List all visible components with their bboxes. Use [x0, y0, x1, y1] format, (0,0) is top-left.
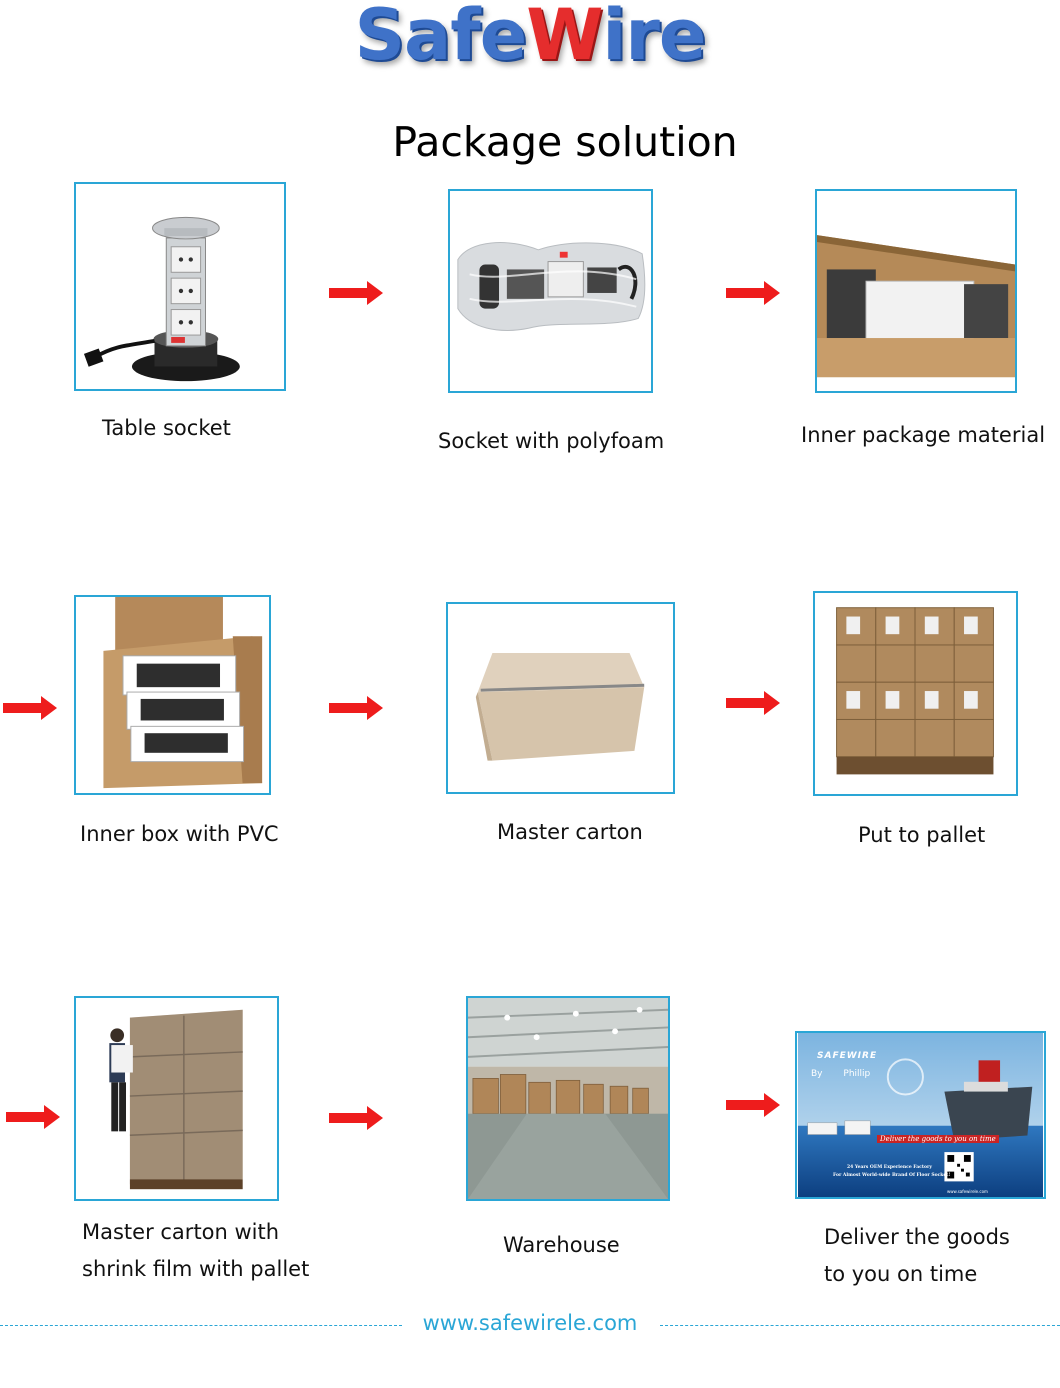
- caption-deliver-line2: to you on time: [824, 1262, 978, 1286]
- brand-logo: SafeWire: [0, 0, 1060, 76]
- inner-package-illustration: [817, 191, 1015, 391]
- footer-divider-left: [0, 1325, 402, 1326]
- arrow-right-icon: [726, 1093, 780, 1117]
- photo-shrink-film-pallet: [74, 996, 279, 1201]
- inner-box-pvc-illustration: [76, 597, 269, 793]
- master-carton-illustration: [448, 604, 673, 792]
- poster-by: By Phillip: [811, 1069, 870, 1079]
- shrink-film-pallet-illustration: [76, 998, 277, 1199]
- socket-polyfoam-illustration: [450, 191, 651, 391]
- caption-shrink-film-line2: shrink film with pallet: [82, 1257, 310, 1281]
- page-title: Package solution: [392, 118, 738, 166]
- delivery-poster-illustration: [797, 1033, 1044, 1197]
- photo-inner-package: [815, 189, 1017, 393]
- arrow-right-icon: [329, 1106, 383, 1130]
- poster-line2: For Almost World-wide Brand Of Floor Soc…: [833, 1173, 951, 1178]
- caption-shrink-film-line1: Master carton with: [82, 1220, 280, 1244]
- caption-master-carton: Master carton: [497, 820, 643, 844]
- poster-line1: 24 Years OEM Experience Factory: [847, 1165, 932, 1170]
- poster-brand: SAFEWIRE: [817, 1051, 878, 1061]
- poster-url: www.safewirele.com: [947, 1189, 988, 1194]
- photo-pallet: [813, 591, 1018, 796]
- caption-warehouse: Warehouse: [503, 1233, 620, 1257]
- caption-table-socket: Table socket: [102, 416, 231, 440]
- poster-tagline: Deliver the goods to you on time: [877, 1135, 999, 1143]
- poster-by-label: By: [811, 1069, 823, 1079]
- arrow-right-icon: [329, 696, 383, 720]
- caption-pallet: Put to pallet: [858, 823, 986, 847]
- caption-inner-box-pvc: Inner box with PVC: [80, 822, 279, 846]
- photo-table-socket: [74, 182, 286, 391]
- warehouse-illustration: [468, 998, 668, 1199]
- photo-delivery-poster: SAFEWIRE By Phillip Deliver the goods to…: [795, 1031, 1046, 1199]
- arrow-right-icon: [726, 691, 780, 715]
- footer-divider-right: [660, 1325, 1060, 1326]
- logo-safe: Safe: [354, 0, 528, 76]
- logo-w: W: [526, 0, 603, 76]
- photo-master-carton: [446, 602, 675, 794]
- footer-url-link[interactable]: www.safewirele.com: [422, 1311, 638, 1335]
- table-socket-illustration: [83, 216, 240, 382]
- arrow-right-icon: [329, 281, 383, 305]
- photo-socket-polyfoam: [448, 189, 653, 393]
- arrow-right-icon: [3, 696, 57, 720]
- poster-partner: Phillip: [843, 1069, 871, 1079]
- photo-warehouse: [466, 996, 670, 1201]
- arrow-right-icon: [6, 1105, 60, 1129]
- caption-deliver-line1: Deliver the goods: [824, 1225, 1010, 1249]
- logo-ire: ire: [602, 0, 706, 76]
- pallet-illustration: [815, 593, 1016, 794]
- caption-socket-polyfoam: Socket with polyfoam: [438, 429, 665, 453]
- arrow-right-icon: [726, 281, 780, 305]
- caption-inner-package: Inner package material: [801, 423, 1046, 447]
- photo-inner-box-pvc: [74, 595, 271, 795]
